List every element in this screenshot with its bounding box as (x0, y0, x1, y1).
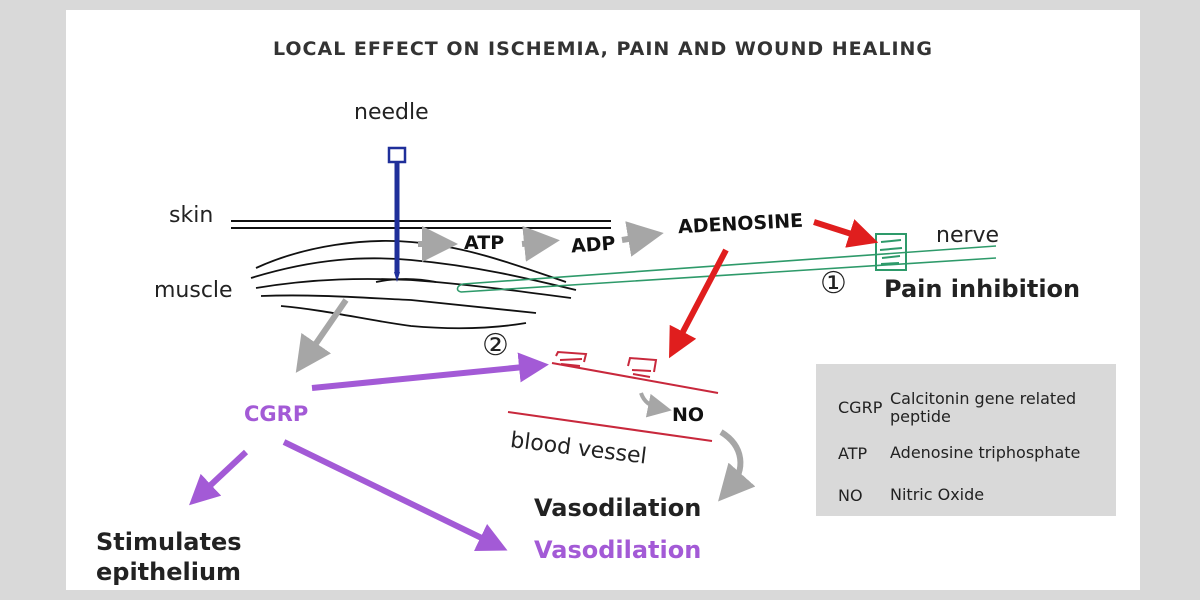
abbreviation-legend: CGRP Calcitonin gene related peptide ATP… (816, 364, 1116, 516)
legend-abbr: CGRP (838, 398, 883, 417)
stimulates-label-line1: Stimulates (96, 528, 242, 556)
pain-inhibition-label: Pain inhibition (884, 275, 1081, 303)
legend-abbr: NO (838, 486, 863, 505)
muscle-fibers (250, 240, 577, 330)
skin-label: skin (169, 203, 214, 228)
muscle-label: muscle (154, 278, 233, 303)
vasodilation-label: Vasodilation (534, 494, 702, 522)
nerve-label: nerve (936, 223, 1000, 248)
diagram-title: LOCAL EFFECT ON ISCHEMIA, PAIN AND WOUND… (272, 38, 934, 60)
red-arrows (669, 219, 879, 359)
diagram-canvas: LOCAL EFFECT ON ISCHEMIA, PAIN AND WOUND… (66, 10, 1140, 590)
purple-arrows (189, 352, 549, 551)
legend-definition: Calcitonin gene related peptide (890, 389, 1077, 426)
cgrp-label: CGRP (244, 402, 309, 426)
needle-label: needle (354, 100, 429, 125)
no-label: NO (672, 404, 705, 426)
marker-2: ② (482, 328, 509, 363)
atp-label: ATP (464, 232, 505, 254)
gray-arrows (295, 221, 756, 502)
marker-1: ① (820, 266, 847, 301)
legend-abbr: ATP (838, 444, 868, 463)
diagram-drawing (189, 146, 997, 551)
adp-label: ADP (570, 232, 617, 258)
vasodilation-cgrp-label: Vasodilation (534, 536, 702, 564)
needle (387, 146, 407, 282)
legend-definition: Adenosine triphosphate (890, 443, 1081, 462)
stimulates-label-line2: epithelium (96, 558, 242, 586)
skin-layer (231, 220, 611, 229)
blood-vessel (507, 350, 719, 442)
nerve-fiber (456, 233, 997, 293)
legend-definition: Nitric Oxide (890, 485, 985, 504)
